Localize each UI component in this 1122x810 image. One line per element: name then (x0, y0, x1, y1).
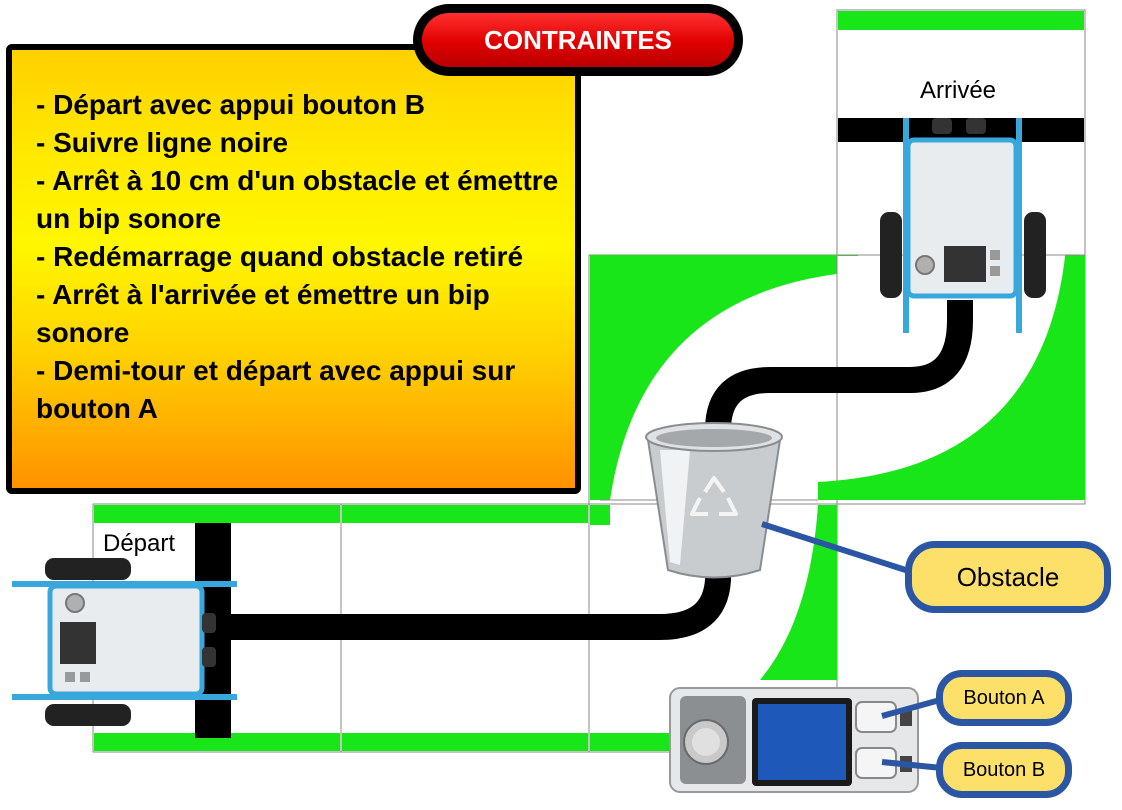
constraint-item: - Suivre ligne noire (36, 127, 289, 158)
arrivee-label: Arrivée (920, 77, 997, 104)
callout-connectors (761, 521, 943, 771)
constraint-item: - Arrêt à 10 cm d'un obstacle et émettre… (36, 165, 559, 234)
guide-line (230, 300, 973, 640)
bouton-b-callout: Bouton B (936, 742, 1072, 798)
constraint-item: - Arrêt à l'arrivée et émettre un bip so… (36, 279, 490, 348)
microcontroller-board (669, 687, 919, 793)
bouton-a-callout: Bouton A (936, 670, 1072, 726)
constraints-panel: - Départ avec appui bouton B - Suivre li… (6, 44, 581, 494)
robot-arrival (880, 118, 1046, 333)
constraint-item: - Demi-tour et départ avec appui sur bou… (36, 355, 516, 424)
recycle-icon (690, 476, 738, 516)
constraint-item: - Redémarrage quand obstacle retiré (36, 241, 524, 272)
robot-start (12, 558, 237, 726)
title-badge: CONTRAINTES (413, 4, 743, 76)
depart-label: Départ (103, 530, 176, 557)
recycle-bin (645, 422, 783, 579)
title-text: CONTRAINTES (422, 13, 734, 67)
constraints-list: - Départ avec appui bouton B - Suivre li… (36, 86, 581, 428)
constraint-item: - Départ avec appui bouton B (36, 89, 425, 120)
obstacle-callout: Obstacle (905, 541, 1111, 613)
